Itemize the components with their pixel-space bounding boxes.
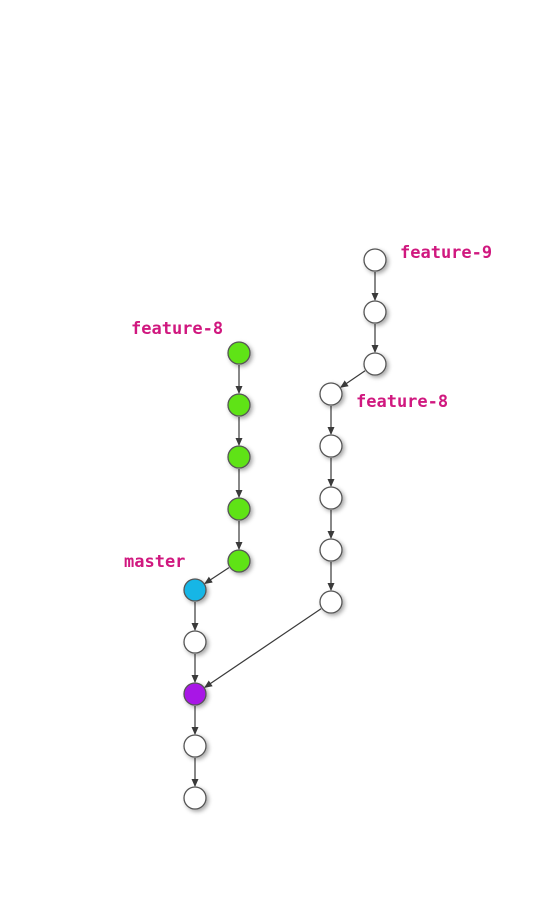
commit-node-g2	[227, 393, 251, 417]
commit-node-r5	[319, 434, 343, 458]
branch-label-master: master	[124, 552, 186, 572]
commit-node-m2	[183, 734, 207, 758]
edge-r8-to-p1	[204, 608, 322, 688]
branch-label-feature-8-right: feature-8	[356, 392, 449, 412]
branch-label-feature-9: feature-9	[400, 243, 493, 263]
commit-node-g1	[227, 341, 251, 365]
commit-node-p1	[183, 682, 207, 706]
commit-node-r3	[363, 352, 387, 376]
commit-node-r6	[319, 486, 343, 510]
commit-node-r4	[319, 382, 343, 406]
edge-r3-to-r4	[340, 370, 366, 388]
commit-node-r2	[363, 300, 387, 324]
commit-node-m3	[183, 786, 207, 810]
commit-node-m1	[183, 630, 207, 654]
commit-node-r8	[319, 590, 343, 614]
commit-node-r7	[319, 538, 343, 562]
commit-node-g5	[227, 549, 251, 573]
commit-node-g4	[227, 497, 251, 521]
commit-node-r1	[363, 248, 387, 272]
edge-g5-to-b1	[204, 567, 230, 584]
commit-node-b1	[183, 578, 207, 602]
branch-label-feature-8-left: feature-8	[131, 319, 224, 339]
commit-node-g3	[227, 445, 251, 469]
edges-layer	[191, 272, 379, 787]
nodes-layer	[183, 248, 387, 810]
